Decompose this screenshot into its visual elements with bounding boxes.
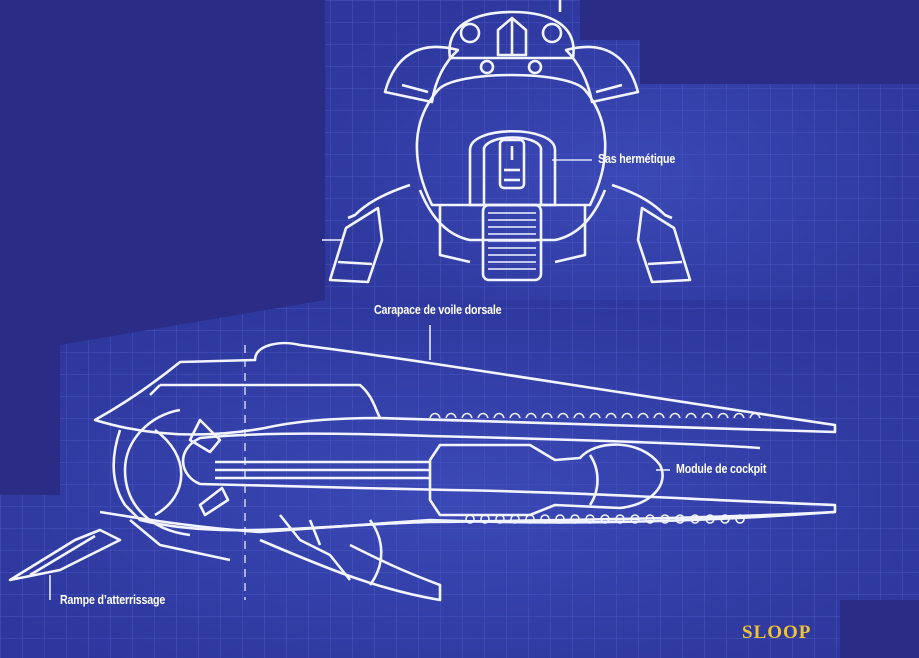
front-view-drawing bbox=[322, 0, 692, 284]
diagram-title: SLOOP bbox=[742, 622, 812, 643]
label-dorsal-shell: Carapace de voile dorsale bbox=[374, 302, 502, 317]
label-cockpit-module: Module de cockpit bbox=[676, 461, 767, 476]
label-airlock: Sas hermétique bbox=[598, 151, 676, 166]
side-view-drawing bbox=[8, 325, 837, 602]
label-landing-ramp: Rampe d’atterrissage bbox=[60, 592, 166, 607]
